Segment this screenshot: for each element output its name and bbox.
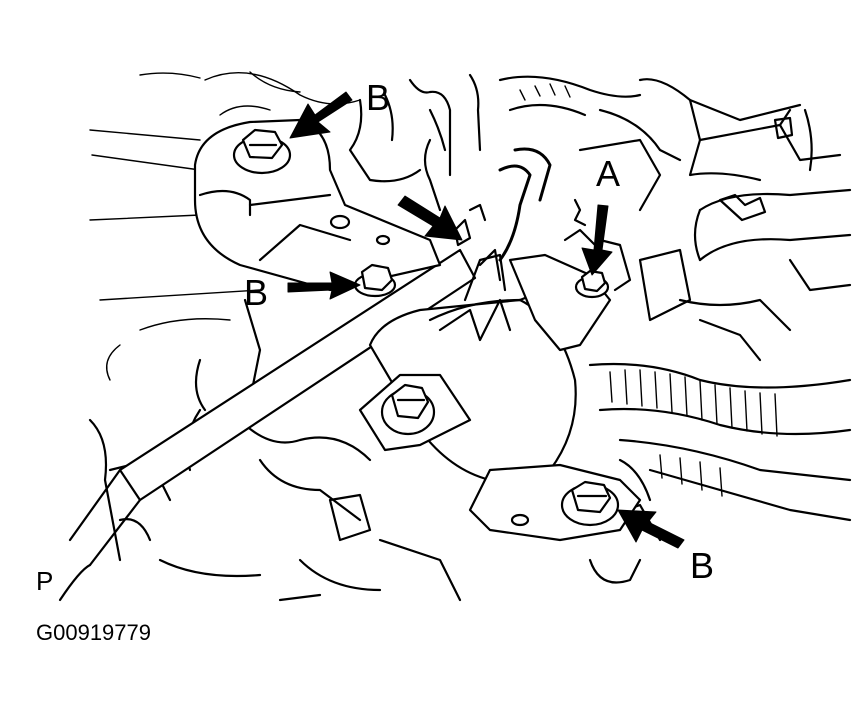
callout-label-b-mid: B [244, 272, 268, 313]
diagonal-bar [58, 248, 477, 602]
figure-id-label: G00919779 [36, 620, 151, 645]
arrow-a [581, 204, 613, 276]
callout-label-a: A [596, 153, 620, 194]
callout-label-b-top: B [366, 77, 390, 118]
arrow-b-top [289, 91, 353, 139]
bracket-a [508, 198, 632, 352]
arrow-pointer-upper [397, 195, 463, 241]
wire-clip [453, 147, 552, 262]
arrow-b-mid [287, 271, 361, 300]
upper-mount-bracket [193, 118, 442, 298]
engine-mount-body [358, 248, 642, 542]
callout-label-b-bottom: B [690, 545, 714, 586]
arrow-b-bottom [617, 509, 685, 549]
background-linework [88, 71, 852, 602]
view-code-label: P [36, 566, 53, 596]
